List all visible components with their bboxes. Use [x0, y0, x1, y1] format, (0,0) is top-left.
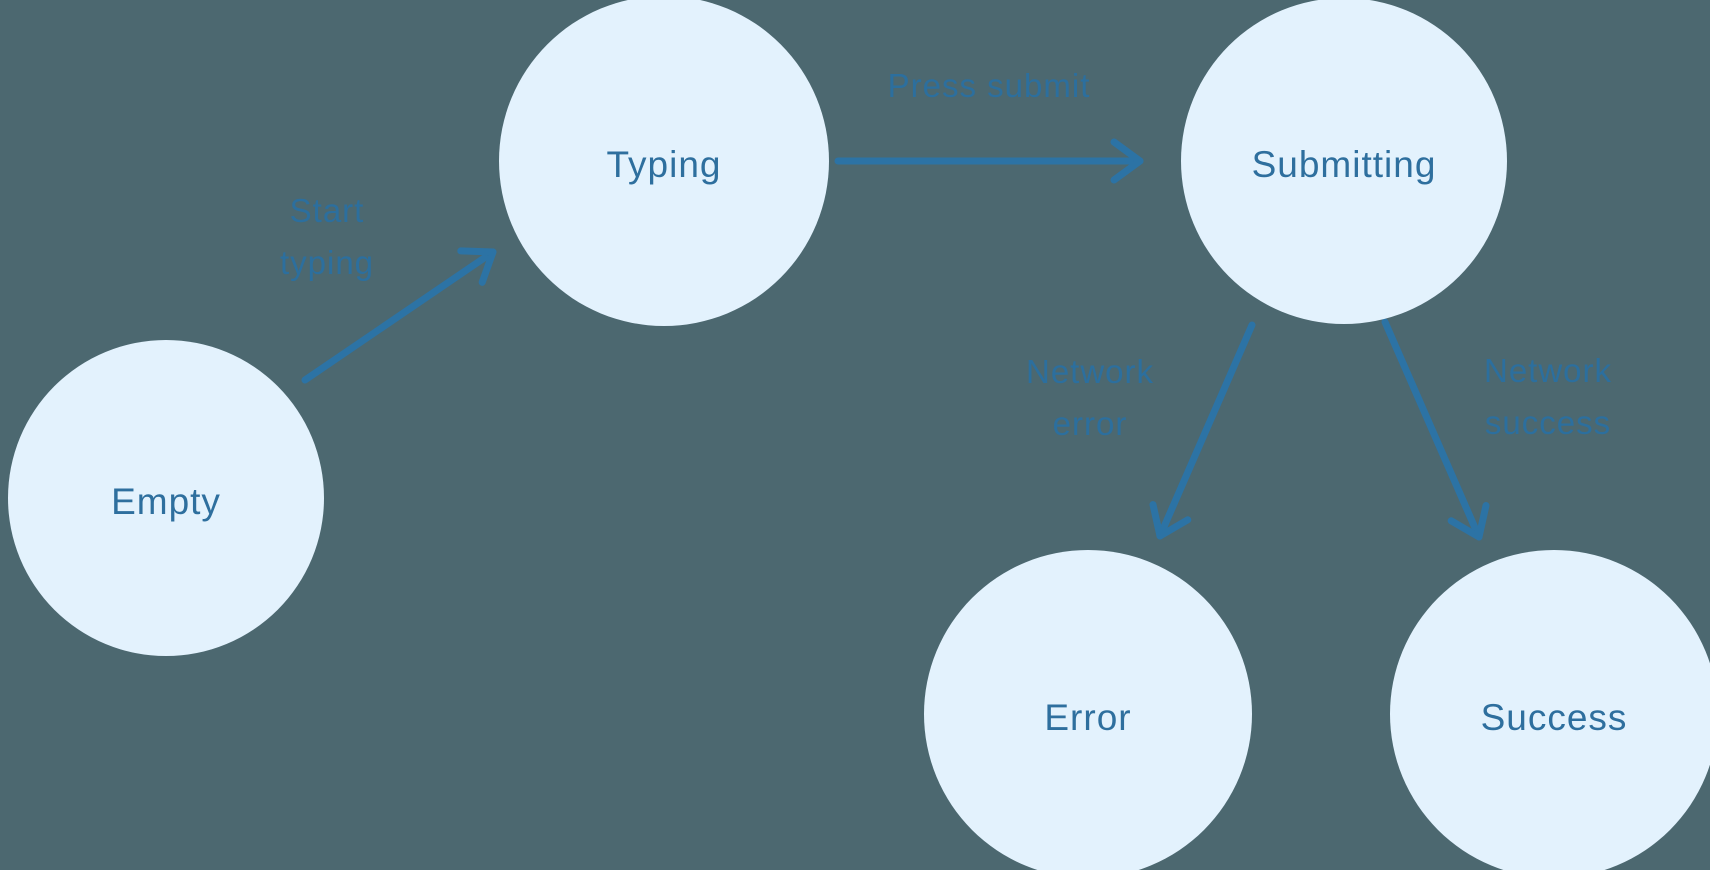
state-node-submitting: Submitting — [1181, 0, 1507, 324]
state-node-success-label: Success — [1480, 697, 1628, 738]
state-node-submitting-label: Submitting — [1251, 144, 1437, 185]
edge-submitting-to-error-arrow — [1149, 321, 1256, 540]
edge-label-network-error: Network error — [1025, 353, 1155, 442]
state-node-error-label: Error — [1044, 697, 1132, 738]
edge-empty-to-typing-arrow — [301, 247, 497, 384]
edge-label-network-success: Network success — [1483, 352, 1613, 441]
state-node-empty: Empty — [8, 340, 324, 656]
edge-label-press-submit: Press submit — [887, 67, 1091, 104]
edge-label-start-typing: Start typing — [279, 192, 375, 281]
state-node-typing: Typing — [499, 0, 829, 326]
state-node-error: Error — [924, 550, 1252, 870]
edge-submitting-to-success-arrow — [1381, 318, 1490, 541]
state-node-empty-label: Empty — [111, 481, 221, 522]
state-node-success: Success — [1390, 550, 1710, 870]
state-node-typing-label: Typing — [606, 144, 722, 185]
